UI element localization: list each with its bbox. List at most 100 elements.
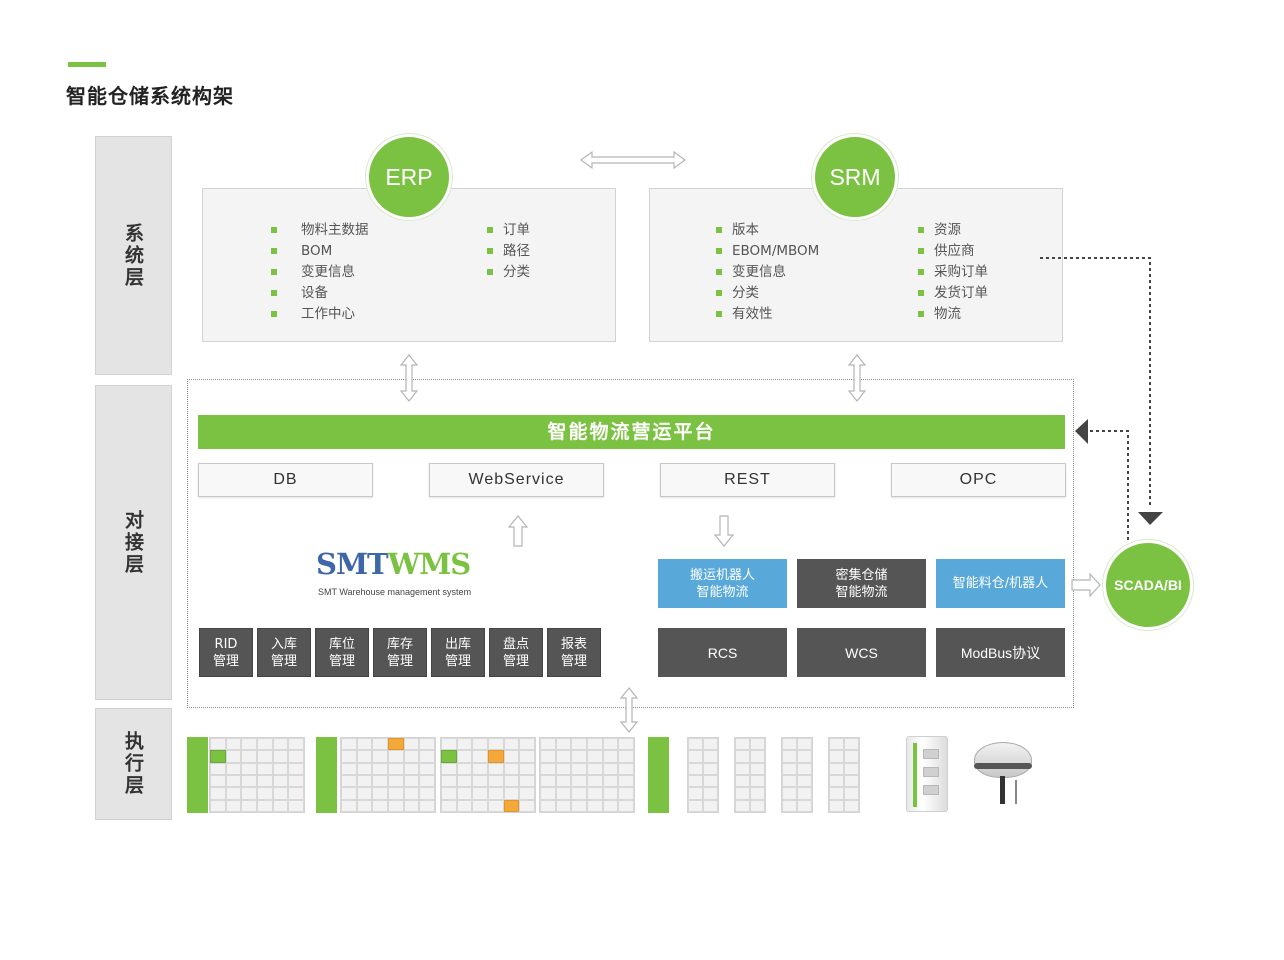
list-item: 版本 xyxy=(715,220,819,241)
erp-list-secondary: 订单 路径 分类 xyxy=(487,220,530,283)
layer-label-system: 系统层 xyxy=(122,222,144,289)
srm-list-secondary: 资源 供应商 采购订单 发货订单 物流 xyxy=(918,220,988,325)
feature-line: 搬运机器人 xyxy=(689,567,755,583)
smart-storage-tower-image xyxy=(906,736,948,812)
module-line: 管理 xyxy=(270,654,297,669)
layer-band-integration: 对接层 xyxy=(95,385,172,700)
robot-image-stem xyxy=(1000,776,1005,804)
storage-rack xyxy=(781,737,813,813)
list-item: 有效性 xyxy=(715,304,819,325)
smtwms-logo: SMTWMS xyxy=(316,547,472,581)
module-line: 盘点 xyxy=(502,637,529,652)
module-line: 报表 xyxy=(560,637,587,652)
storage-rack xyxy=(539,737,635,813)
list-item: 物流 xyxy=(918,304,988,325)
list-item: 路径 xyxy=(487,241,530,262)
layer-band-execution: 执行层 xyxy=(95,708,172,820)
module-location: 库位管理 xyxy=(315,628,369,677)
protocol-webservice: WebService xyxy=(429,463,604,497)
erp-node: ERP xyxy=(366,134,452,220)
feature-smart-bin: 智能料仓/机器人 xyxy=(936,559,1065,608)
list-item: 资源 xyxy=(918,220,988,241)
srm-platform-double-arrow xyxy=(847,354,867,402)
page-title: 智能仓储系统构架 xyxy=(66,84,234,108)
module-outbound: 出库管理 xyxy=(431,628,485,677)
rack-post xyxy=(648,737,669,813)
list-item: 分类 xyxy=(487,262,530,283)
module-stocktake: 盘点管理 xyxy=(489,628,543,677)
list-item: 物料主数据 xyxy=(271,220,369,241)
platform-left-arrowhead xyxy=(1075,419,1088,444)
scada-right-arrow xyxy=(1071,572,1101,598)
rack-post xyxy=(316,737,337,813)
list-item: 分类 xyxy=(715,283,819,304)
module-line: 出库 xyxy=(444,637,471,652)
platform-bar: 智能物流营运平台 xyxy=(198,415,1065,449)
feature-transport-robot: 搬运机器人智能物流 xyxy=(658,559,787,608)
controller-rcs: RCS xyxy=(658,628,787,677)
feature-line: 密集仓储 xyxy=(835,567,888,583)
protocol-opc: OPC xyxy=(891,463,1066,497)
srm-list-primary: 版本 EBOM/MBOM 变更信息 分类 有效性 xyxy=(715,220,819,325)
module-line: 入库 xyxy=(270,637,297,652)
controller-modbus: ModBus协议 xyxy=(936,628,1065,677)
srm-node: SRM xyxy=(812,134,898,220)
erp-node-label: ERP xyxy=(385,163,433,190)
robot-image-arm xyxy=(1015,780,1017,804)
module-line: 管理 xyxy=(560,654,587,669)
erp-platform-double-arrow xyxy=(399,354,419,402)
module-line: 管理 xyxy=(502,654,529,669)
list-item: 变更信息 xyxy=(715,262,819,283)
title-accent-bar xyxy=(68,62,106,67)
module-rid: RID 管理 xyxy=(199,628,253,677)
logo-wms-text: WMS xyxy=(387,547,472,581)
list-item: 采购订单 xyxy=(918,262,988,283)
storage-rack xyxy=(734,737,766,813)
module-line: 管理 xyxy=(386,654,413,669)
logo-subtitle: SMT Warehouse management system xyxy=(318,587,472,597)
rack-post xyxy=(187,737,208,813)
rest-down-arrow xyxy=(713,515,735,547)
scada-down-arrowhead xyxy=(1138,512,1163,525)
feature-dense-storage: 密集仓储智能物流 xyxy=(797,559,926,608)
webservice-up-arrow xyxy=(507,515,529,547)
robot-image xyxy=(974,742,1032,778)
module-inbound: 入库管理 xyxy=(257,628,311,677)
module-line: 库位 xyxy=(328,637,355,652)
module-line: 管理 xyxy=(328,654,355,669)
list-item: 设备 xyxy=(271,283,369,304)
list-item: 订单 xyxy=(487,220,530,241)
list-item: 变更信息 xyxy=(271,262,369,283)
storage-rack xyxy=(828,737,860,813)
storage-rack xyxy=(209,737,305,813)
storage-rack xyxy=(440,737,536,813)
storage-rack xyxy=(687,737,719,813)
erp-srm-double-arrow xyxy=(579,150,687,170)
feature-line: 智能料仓/机器人 xyxy=(952,576,1049,591)
scada-node: SCADA/BI xyxy=(1103,540,1193,630)
module-line: 库存 xyxy=(386,637,413,652)
layer-band-system: 系统层 xyxy=(95,136,172,375)
logo-smt-text: SMT xyxy=(316,547,389,581)
controller-wcs: WCS xyxy=(797,628,926,677)
protocol-rest: REST xyxy=(660,463,835,497)
scada-node-label: SCADA/BI xyxy=(1114,577,1182,593)
storage-rack xyxy=(340,737,436,813)
srm-scada-dotted-connector xyxy=(1040,257,1151,508)
module-line: RID xyxy=(214,637,238,652)
list-item: 供应商 xyxy=(918,241,988,262)
list-item: 工作中心 xyxy=(271,304,369,325)
scada-platform-dotted-connector xyxy=(1088,430,1129,540)
list-item: BOM xyxy=(271,241,369,262)
feature-line: 智能物流 xyxy=(696,584,749,600)
module-inventory: 库存管理 xyxy=(373,628,427,677)
erp-list-primary: 物料主数据 BOM 变更信息 设备 工作中心 xyxy=(271,220,369,325)
execution-double-arrow xyxy=(619,687,639,733)
module-line: 管理 xyxy=(212,654,239,669)
protocol-db: DB xyxy=(198,463,373,497)
layer-label-integration: 对接层 xyxy=(122,509,144,576)
module-report: 报表管理 xyxy=(547,628,601,677)
robot-image-band xyxy=(974,763,1032,769)
list-item: 发货订单 xyxy=(918,283,988,304)
